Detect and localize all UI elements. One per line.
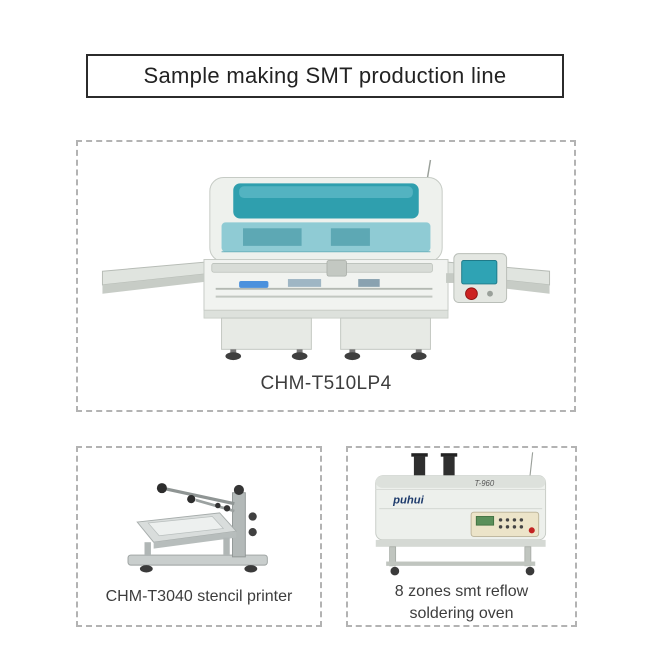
machine-base <box>203 309 449 350</box>
touchscreen <box>461 259 498 284</box>
reflow-oven-image: puhui T-960 <box>374 452 546 576</box>
stencil-printer-caption: CHM-T3040 stencil printer <box>105 588 293 605</box>
reflow-oven-caption: 8 zones smt reflow soldering oven <box>394 583 529 622</box>
left-wing-table <box>101 260 213 294</box>
stencil-printer-panel: CHM-T3040 stencil printer <box>76 446 322 627</box>
machine-work-area <box>203 258 449 311</box>
stencil-printer-image <box>127 483 268 573</box>
reflow-oven-panel: puhui T-960 8 zones smt reflow soldering <box>346 446 577 627</box>
brand-logo-mark <box>239 280 269 288</box>
oven-exhaust-vents <box>410 453 457 478</box>
pick-and-place-panel: CHM-T510LP4 <box>76 140 576 412</box>
panel-knob <box>487 290 493 297</box>
machine-feet <box>225 348 427 360</box>
pick-and-place-machine-image <box>101 159 551 360</box>
pick-and-place-caption: CHM-T510LP4 <box>260 372 392 394</box>
printer-base <box>127 554 268 573</box>
page-title: Sample making SMT production line <box>143 63 507 88</box>
oven-antenna <box>528 452 533 476</box>
printer-table <box>135 512 237 556</box>
oven-stand <box>375 539 546 576</box>
machine-top-housing <box>209 176 443 262</box>
printer-lever-arms <box>156 483 235 513</box>
emergency-stop-button <box>465 286 478 300</box>
title-banner: Sample making SMT production line <box>86 54 564 98</box>
oven-model-text: T-960 <box>474 479 494 488</box>
oven-display <box>475 516 494 526</box>
oven-brand-text: puhui <box>392 494 424 506</box>
oven-stop-button <box>528 527 535 534</box>
control-panel <box>446 252 508 303</box>
printer-column <box>231 484 257 558</box>
oven-control-panel <box>470 511 539 537</box>
